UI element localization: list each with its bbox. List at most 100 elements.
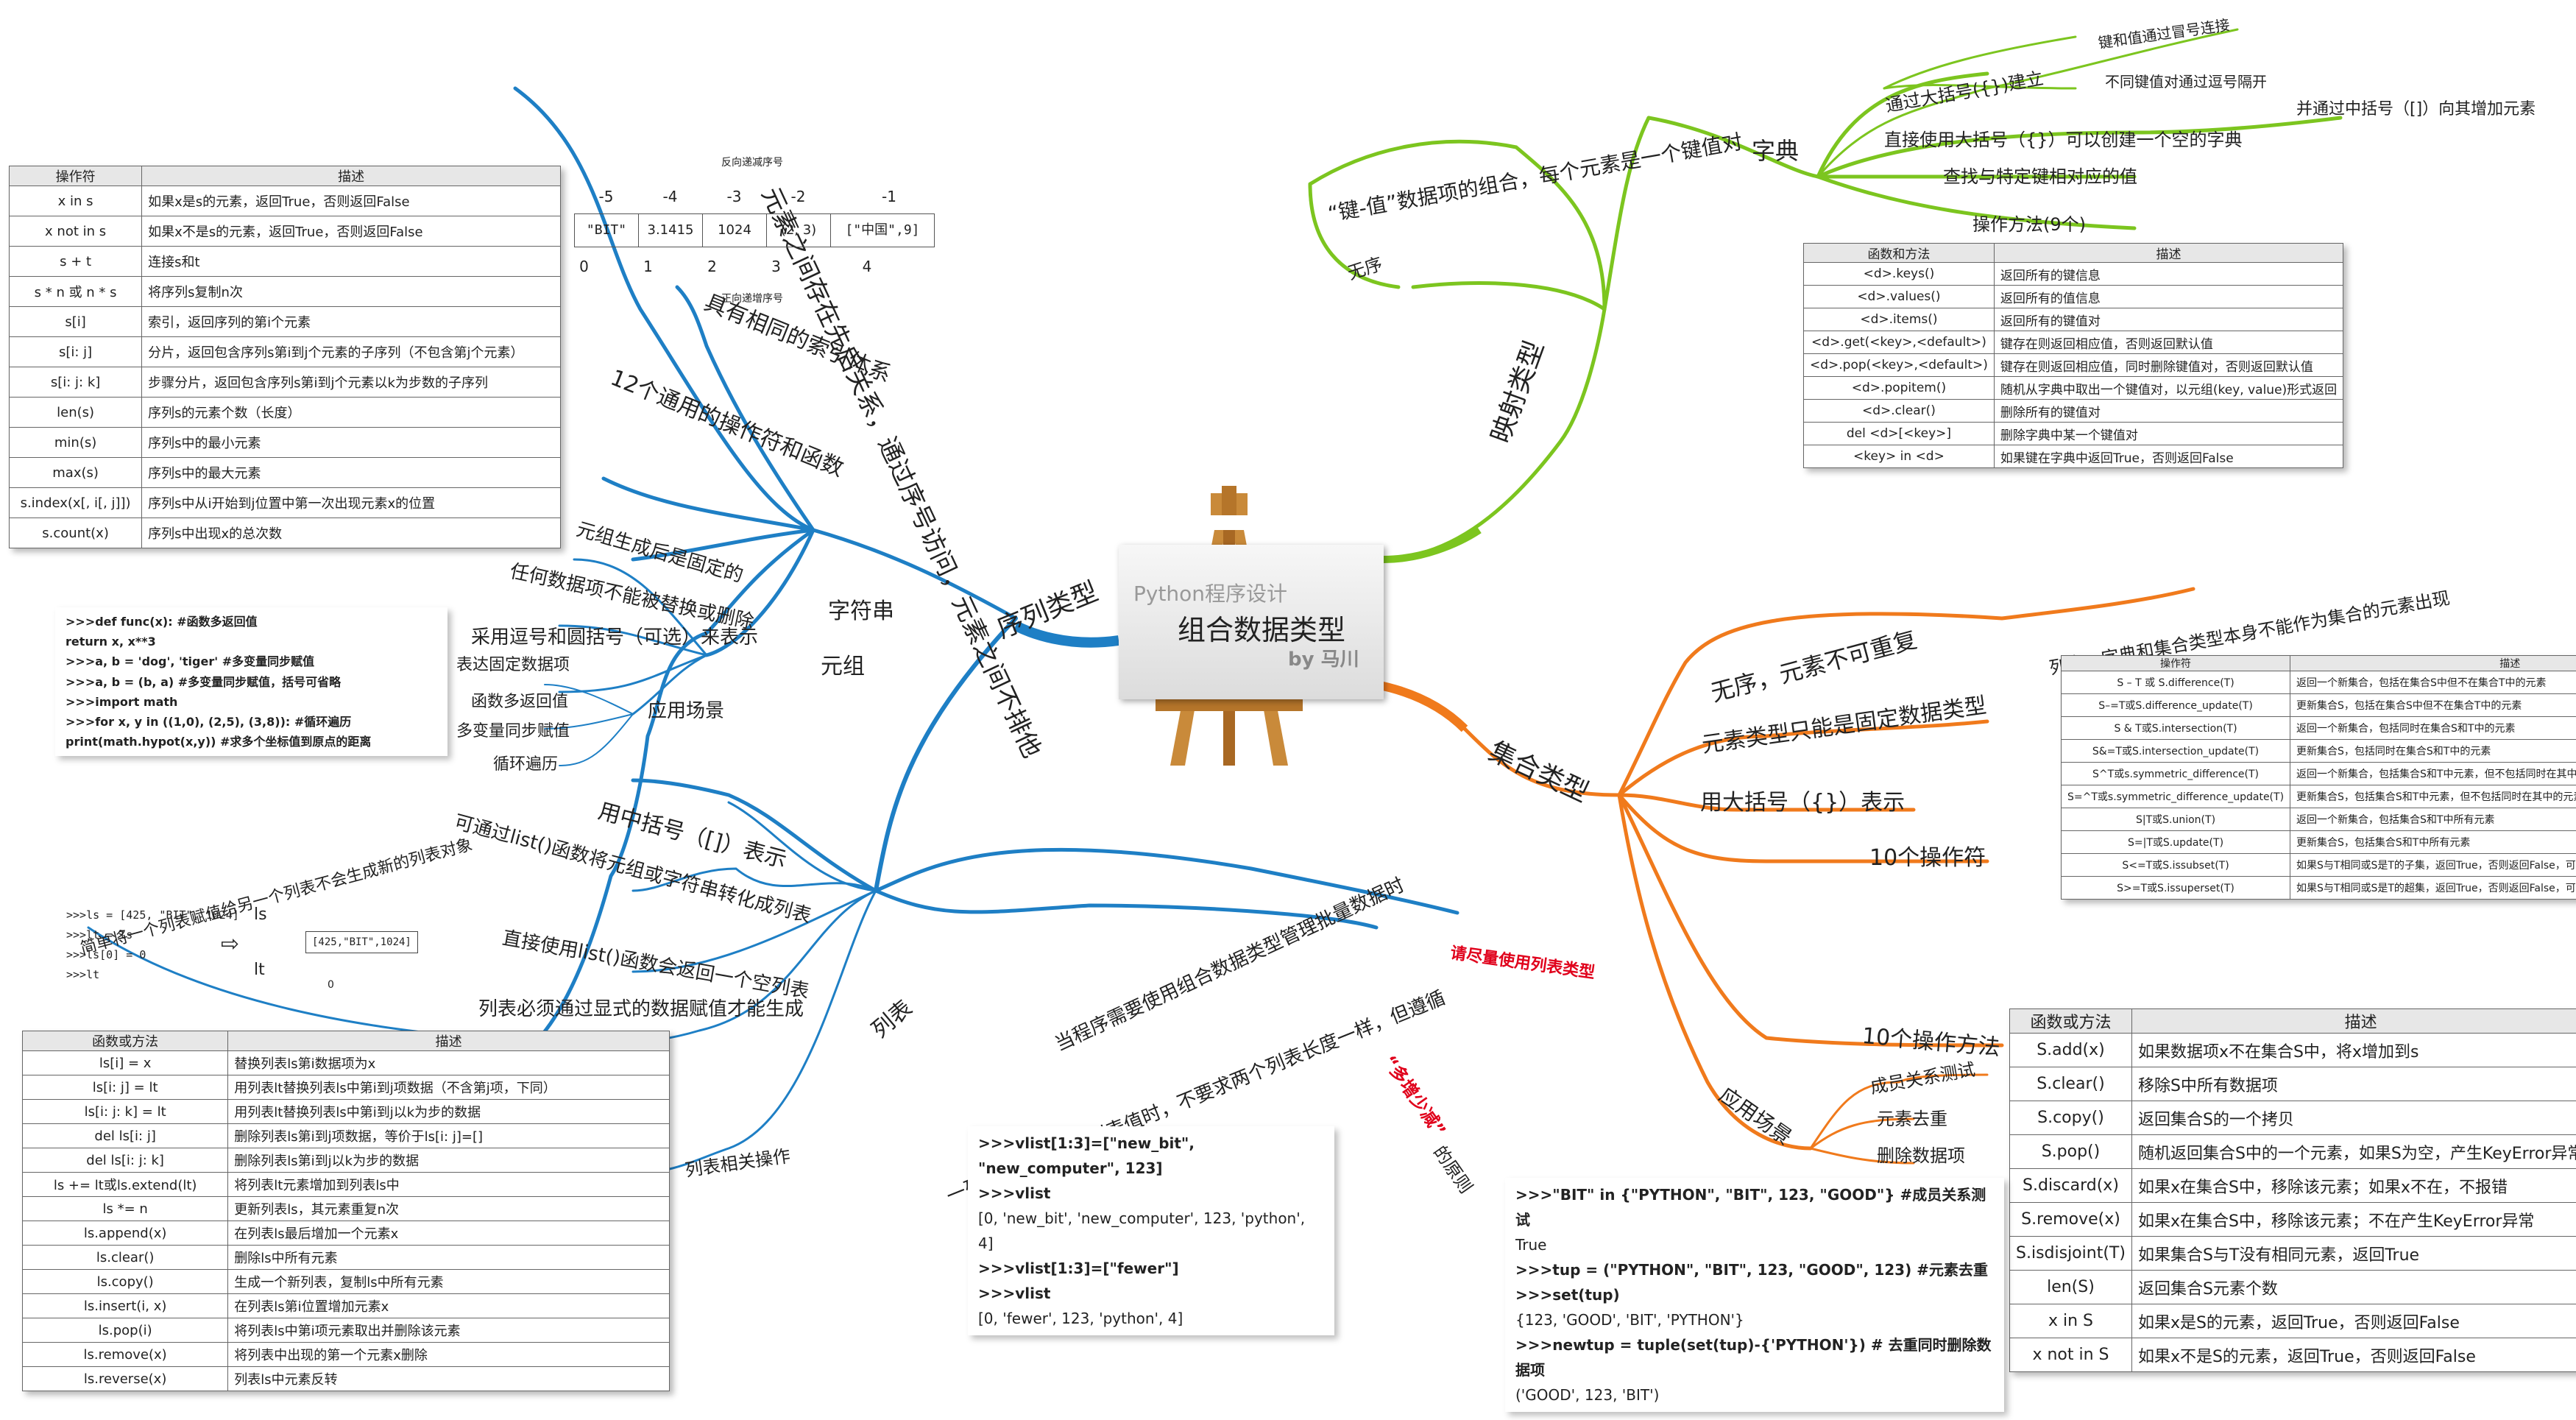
table-row: del ls[i: j]删除列表ls第i到j项数据，等价于ls[i: j]=[] [21,1123,670,1148]
row-key-cell: S.add(x) [2009,1033,2132,1067]
row-key-cell: <d>.keys() [1803,262,1995,286]
table-row: S|T或S.union(T)返回一个新集合，包括集合S和T中所有元素 [2060,808,2576,831]
code-line: print(math.hypot(x,y)) #求多个坐标值到原点的距离 [66,735,372,749]
row-key-cell: s[i: j] [8,336,143,367]
index-diagram: 反向递减序号 正向递增序号 -5 -4 -3 -2 -1 "BIT" 3.141… [574,147,957,309]
row-key-cell: S<=T或S.issubset(T) [2060,853,2291,877]
header-cell: 描述 [2131,1009,2576,1034]
row-key-cell: s * n 或 n * s [8,276,143,307]
dict-find: 查找与特定键相对应的值 [1943,166,2137,187]
row-desc-cell: 键存在则返回相应值，同时删除键值对，否则返回默认值 [1993,353,2344,377]
table-row: S.copy()返回集合S的一个拷贝 [2009,1101,2576,1135]
row-desc-cell: 用列表lt替换列表ls中第i到j以k为步的数据 [227,1099,670,1124]
code-line: >>>a, b = 'dog', 'tiger' #多变量同步赋值 [66,654,315,669]
list-assign-code-box: >>>vlist[1:3]=["new_bit", "new_computer"… [968,1126,1334,1335]
set-scene-delete: 删除数据项 [1877,1145,1965,1166]
set-code-box: >>>"BIT" in {"PYTHON", "BIT", 123, "GOOD… [1505,1178,2004,1412]
row-desc-cell: 更新集合S，包括集合S和T中所有元素 [2290,830,2576,854]
code-line: >>>ls = [425, "BIT", 1024] [66,908,239,922]
row-key-cell: s + t [8,246,143,277]
dict-methods-label: 操作方法(9个) [1972,214,2086,235]
row-desc-cell: 序列s中出现x的总次数 [141,518,561,548]
tuple-scene-4: 循环遍历 [493,755,559,774]
table-row: S=|T或S.update(T)更新集合S，包括集合S和T中所有元素 [2060,830,2576,854]
seq-label-tuple: 元组 [821,654,865,679]
row-desc-cell: 序列s的元素个数（长度） [141,397,561,428]
dict-comma: 不同键值对通过逗号隔开 [2105,73,2267,91]
row-desc-cell: 如果键在字典中返回True，否则返回False [1993,445,2344,468]
row-key-cell: ls.insert(i, x) [21,1293,229,1318]
table-row: ls.clear()删除ls中所有元素 [21,1245,670,1270]
table-row: S.add(x)如果数据项x不在集合S中，将x增加到s [2009,1033,2576,1067]
row-desc-cell: 如果x在集合S中，移除该元素；如果x不在，不报错 [2131,1168,2576,1203]
row-desc-cell: 更新集合S，包括在集合S中但不在集合T中的元素 [2290,693,2576,717]
code-line: >>>"BIT" in {"PYTHON", "BIT", 123, "GOOD… [1515,1186,1986,1229]
table-row: ls.pop(i)将列表ls中第i项元素取出并删除该元素 [21,1318,670,1343]
row-desc-cell: 键存在则返回相应值，否则返回默认值 [1993,331,2344,354]
code-line: >>>a, b = (b, a) #多变量同步赋值，括号可省略 [66,674,342,689]
table-row: S – T 或 S.difference(T)返回一个新集合，包括在集合S中但不… [2060,671,2576,694]
row-desc-cell: 如果集合S与T没有相同元素，返回True [2131,1236,2576,1271]
row-key-cell: ls[i: j: k] = lt [21,1099,229,1124]
row-desc-cell: 索引，返回序列的第i个元素 [141,306,561,337]
row-key-cell: <d>.items() [1803,308,1995,331]
code-line: >>>def func(x): #函数多返回值 [66,615,258,629]
index-pos-row: 0 1 2 3 4 [579,258,872,275]
table-row: S.remove(x)如果x在集合S中，移除该元素；不在产生KeyError异常 [2009,1202,2576,1237]
row-desc-cell: 如果x是S的元素，返回True，否则返回False [2131,1304,2576,1338]
code-line: >>>ls[0] = 0 [66,948,146,961]
lt-label: lt [254,961,265,979]
row-desc-cell: 随机返回集合S中的一个元素，如果S为空，产生KeyError异常 [2131,1134,2576,1169]
row-key-cell: x not in S [2009,1338,2132,1372]
row-key-cell: <key> in <d> [1803,445,1995,468]
header-cell: 函数或方法 [2009,1009,2132,1034]
arrow-icon: ⇨ [221,931,240,957]
table-header: 函数或方法描述 [21,1031,670,1051]
row-desc-cell: 返回所有的值信息 [1993,285,2344,308]
code-line: >>>vlist[1:3]=["fewer"] [978,1260,1179,1277]
row-key-cell: ls.pop(i) [21,1318,229,1343]
table-row: del ls[i: j: k]删除列表ls第i到j以k为步的数据 [21,1148,670,1173]
header-cell: 函数或方法 [21,1031,229,1051]
row-key-cell: S=^T或s.symmetric_difference_update(T) [2060,785,2291,808]
row-desc-cell: 如果x是s的元素，返回True，否则返回False [141,186,561,216]
set-ops: 10个操作符 [1869,845,1986,871]
row-key-cell: s[i: j: k] [8,367,143,398]
code-line: [0, 'fewer', 123, 'python', 4] [978,1310,1183,1327]
row-key-cell: S.remove(x) [2009,1202,2132,1237]
row-desc-cell: 删除所有的键值对 [1993,399,2344,423]
row-key-cell: S–=T或S.difference_update(T) [2060,693,2291,717]
code-line: >>>for x, y in ((1,0), (2,5), (3,8)): #循… [66,714,352,729]
row-desc-cell: 返回一个新集合，包括在集合S中但不在集合T中的元素 [2290,671,2576,694]
table-row: S=^T或s.symmetric_difference_update(T)更新集… [2060,785,2576,808]
code-line: >>>vlist[1:3]=["new_bit", "new_computer"… [978,1134,1195,1177]
row-key-cell: <d>.pop(<key>,<default>) [1803,353,1995,377]
code-line: >>>newtup = tuple(set(tup)-{'PYTHON'}) #… [1515,1336,1992,1379]
row-desc-cell: 返回一个新集合，包括同时在集合S和T中的元素 [2290,716,2576,740]
table-row: <d>.values()返回所有的值信息 [1803,285,2344,308]
row-desc-cell: 将列表ls中第i项元素取出并删除该元素 [227,1318,670,1343]
table-header: 函数和方法描述 [1803,243,2344,263]
row-desc-cell: 序列s中的最大元素 [141,457,561,488]
tuple-scene-2: 函数多返回值 [471,693,569,711]
row-key-cell: x not in s [8,216,143,247]
table-row: s[i: j]分片，返回包含序列s第i到j个元素的子序列（不包含第j个元素） [8,336,561,367]
row-key-cell: ls.copy() [21,1269,229,1294]
table-row: S.discard(x)如果x在集合S中，移除该元素；如果x不在，不报错 [2009,1168,2576,1203]
row-desc-cell: 步骤分片，返回包含序列s第i到j个元素以k为步数的子序列 [141,367,561,398]
index-cells: "BIT" 3.1415 1024 (2, 3) ["中国",9] [574,213,935,247]
row-key-cell: <d>.get(<key>,<default>) [1803,331,1995,354]
row-desc-cell: 更新列表ls，其元素重复n次 [227,1196,670,1221]
ls-label: ls [254,905,267,924]
table-row: <d>.keys()返回所有的键信息 [1803,262,2344,286]
row-desc-cell: 将列表lt元素增加到列表ls中 [227,1172,670,1197]
code-line: >>>import math [66,694,178,709]
row-desc-cell: 如果数据项x不在集合S中，将x增加到s [2131,1033,2576,1067]
center-subtitle: Python程序设计 [1133,582,1288,606]
dict-add: 并通过中括号（[]）向其增加元素 [2296,100,2536,119]
